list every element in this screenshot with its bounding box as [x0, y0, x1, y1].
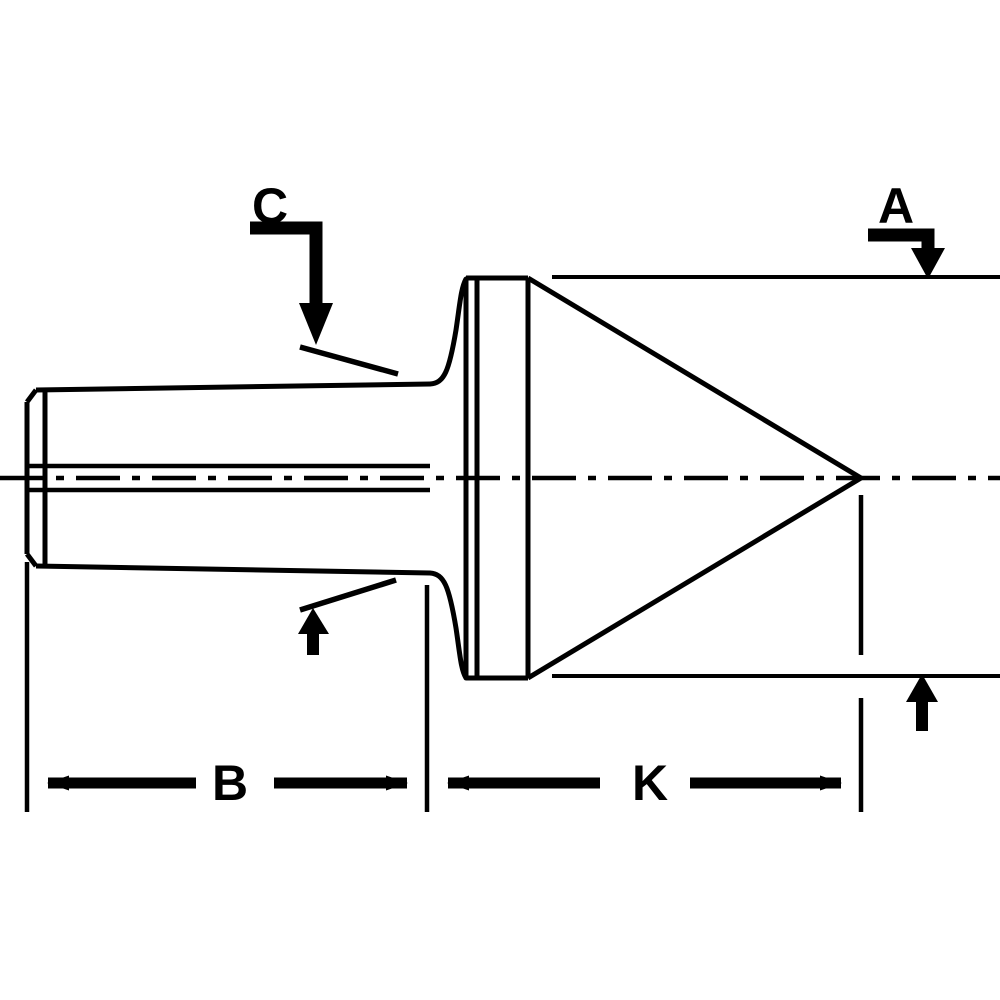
label-b: B	[212, 755, 249, 811]
lower-leader-line	[299, 577, 397, 613]
lower-leader-arrow	[298, 608, 329, 655]
label-k: K	[632, 755, 669, 811]
a-callout-arrow-lower	[906, 674, 938, 731]
c-callout-leader	[250, 221, 333, 345]
shank-to-head-transition	[427, 276, 469, 681]
extension-lines	[24, 495, 864, 812]
c-leader-line	[299, 344, 399, 377]
label-a: A	[878, 178, 915, 234]
label-c: C	[252, 178, 289, 234]
a-callout-leader	[868, 228, 945, 279]
a-reference-lines	[552, 275, 1000, 678]
cone-point	[526, 275, 863, 681]
